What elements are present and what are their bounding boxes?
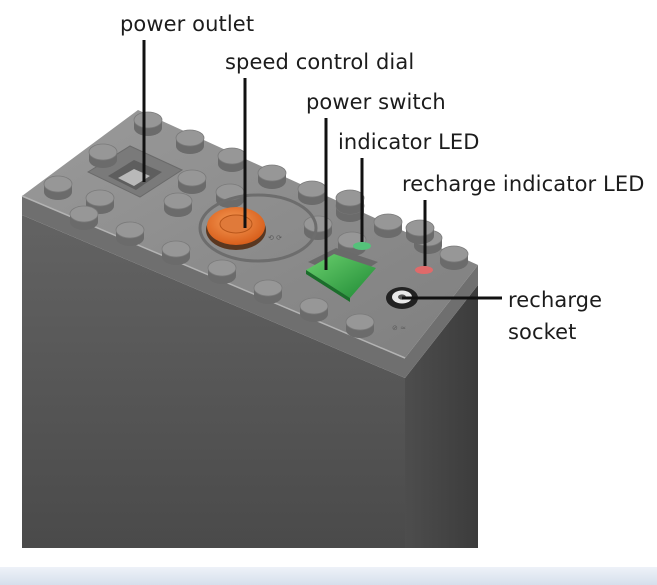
label-power-outlet: power outlet: [120, 12, 255, 36]
stud: [373, 213, 403, 238]
stud: [335, 189, 365, 214]
stud: [69, 205, 99, 230]
svg-text:⟲ ⟳: ⟲ ⟳: [268, 234, 282, 242]
recharge-indicator-led: [415, 266, 433, 274]
studs-group: [43, 111, 469, 338]
indicator-led: [353, 242, 371, 250]
stud: [253, 279, 283, 304]
speed-control-dial[interactable]: ⟲ ⟳: [198, 193, 318, 263]
stud: [133, 111, 163, 136]
stud: [161, 240, 191, 265]
label-recharge-socket-line2: socket: [508, 320, 577, 344]
stud: [405, 219, 435, 244]
bottom-border-band: [0, 567, 657, 585]
stud: [115, 221, 145, 246]
stud: [439, 245, 469, 270]
stud: [217, 147, 247, 172]
label-indicator-led: indicator LED: [338, 130, 480, 154]
stud: [207, 259, 237, 284]
stud: [299, 297, 329, 322]
stud: [297, 180, 327, 205]
box-side-face: [405, 285, 478, 548]
label-speed-control-dial: speed control dial: [225, 50, 415, 74]
stud: [345, 313, 375, 338]
box-front-face: [22, 215, 405, 548]
stud: [43, 175, 73, 200]
label-recharge-socket-line1: recharge: [508, 288, 603, 312]
stud: [257, 164, 287, 189]
svg-text:⊘ ≈: ⊘ ≈: [392, 324, 406, 332]
stud: [88, 143, 118, 168]
label-recharge-indicator-led: recharge indicator LED: [402, 172, 645, 196]
stud: [303, 215, 333, 240]
stud: [175, 129, 205, 154]
label-power-switch: power switch: [306, 90, 446, 114]
stud: [177, 169, 207, 194]
stud: [163, 192, 193, 217]
stud: [85, 189, 115, 214]
